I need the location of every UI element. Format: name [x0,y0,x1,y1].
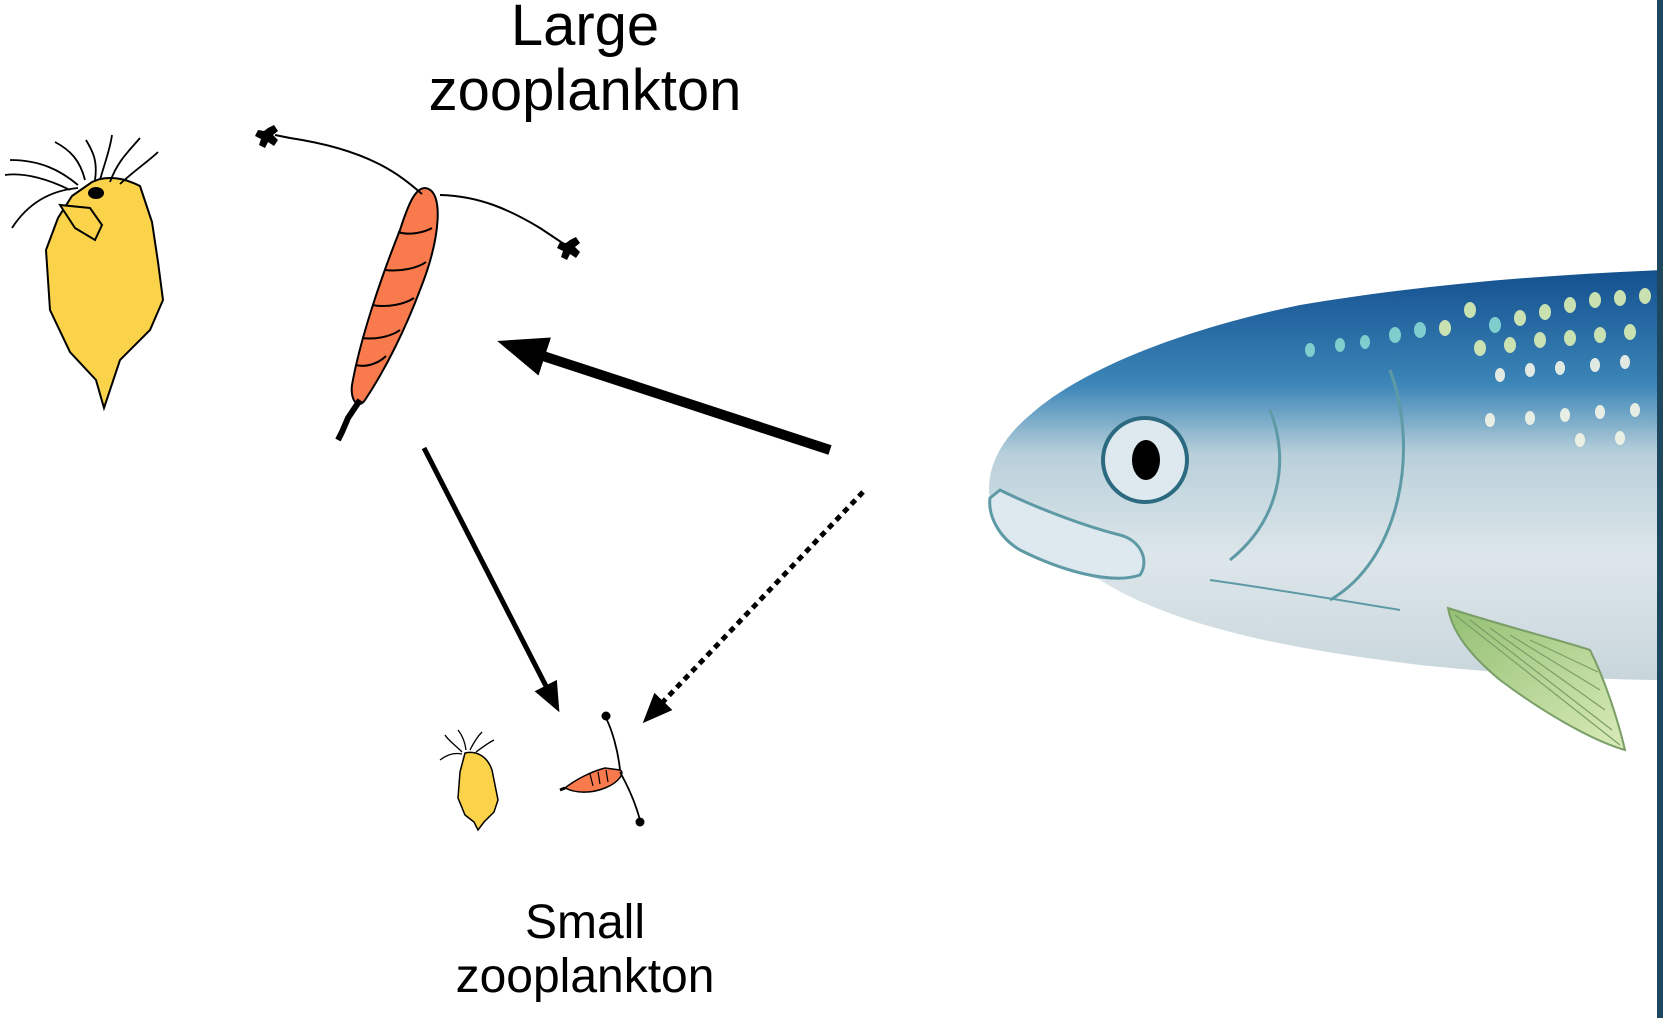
small-label-line2: zooplankton [385,950,785,1004]
arrow-large-to-small-zooplankton [424,448,548,690]
small-label-line1: Small [385,896,785,950]
small-daphnia-icon [440,730,498,830]
arrow-fish-to-large-zooplankton [540,355,830,450]
small-copepod-icon [560,712,645,827]
large-daphnia-icon [5,135,163,408]
arrow-fish-to-small-zooplankton-dotted [660,492,863,705]
large-copepod-icon [255,125,580,440]
fish-icon [989,270,1663,750]
small-zooplankton-label: Small zooplankton [385,896,785,1004]
right-edge-bar [1657,0,1663,1018]
large-zooplankton-label: Large zooplankton [340,0,830,124]
large-label-line1: Large [340,0,830,59]
large-label-line2: zooplankton [340,59,830,124]
